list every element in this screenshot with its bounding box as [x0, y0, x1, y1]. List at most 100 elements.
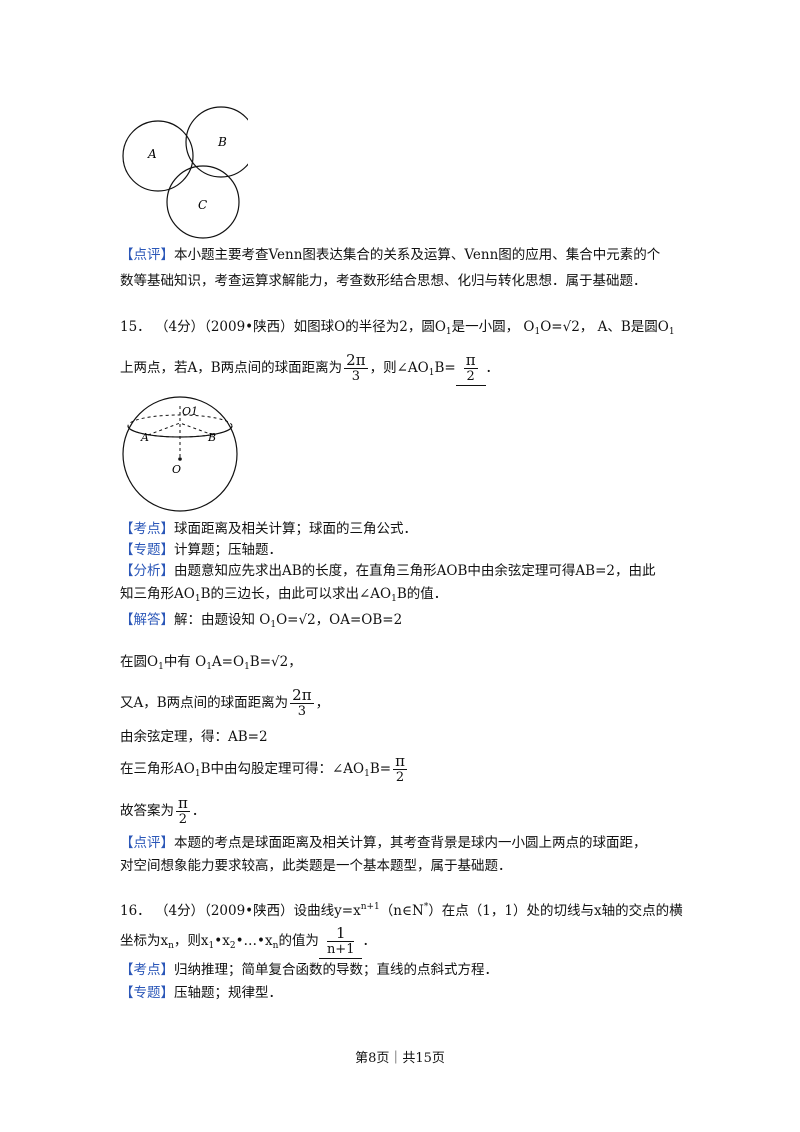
fenxi-text2c: B的值．	[396, 586, 448, 602]
frac-denominator: 3	[351, 369, 361, 384]
comment14-tag: 【点评】	[120, 247, 174, 263]
q15-fenxi-line2: 知三角形AO1B的三边长，由此可以求出∠AO1B的值．	[120, 584, 447, 609]
q15-o1o-b: O=√2，	[540, 319, 594, 335]
frac-numerator: 1	[326, 925, 355, 942]
frac-denominator: n+1	[326, 942, 355, 957]
q16-score: （4分）	[154, 903, 205, 919]
frac-numerator: π	[393, 752, 407, 770]
sub-n: n	[272, 941, 279, 951]
q16-source: （2009•陕西）	[204, 903, 294, 919]
kaodian-text: 球面距离及相关计算；球面的三角公式．	[174, 521, 417, 537]
kaodian-tag: 【考点】	[120, 521, 174, 537]
frac-denominator: 2	[466, 369, 475, 384]
q16-zhuanti: 【专题】压轴题；规律型．	[120, 983, 282, 1003]
dianping-text1: 本题的考点是球面距离及相关计算，其考查背景是球内一小圆上两点的球面距，	[174, 835, 647, 851]
dianping-tag: 【点评】	[120, 835, 174, 851]
step2e: B=√2，	[249, 654, 302, 670]
zhuanti-tag: 【专题】	[120, 985, 174, 1001]
zhuanti-tag: 【专题】	[120, 542, 174, 558]
comment14-text2: 数等基础知识，考查运算求解能力，考查数形结合思想、化归与转化思想．属于基础题．	[120, 273, 647, 289]
comment14-line2: 数等基础知识，考查运算求解能力，考查数形结合思想、化归与转化思想．属于基础题．	[120, 271, 647, 291]
q16-star: *	[423, 902, 429, 912]
center-point	[178, 457, 182, 461]
label-a: A	[140, 431, 149, 444]
q15-stem2a: 上两点，若A，B两点间的球面距离为	[120, 360, 343, 376]
venn-circle-c	[166, 165, 240, 239]
comment14-text1: 本小题主要考查Venn图表达集合的关系及运算、Venn图的应用、集合中元素的个	[174, 247, 661, 263]
q16-stem1b: （n∈N	[379, 903, 424, 919]
sub-1: 1	[270, 620, 277, 630]
q16-kaodian: 【考点】归纳推理；简单复合函数的导数；直线的点斜式方程．	[120, 960, 498, 980]
venn-label-c: C	[198, 198, 207, 212]
zhuanti-text: 计算题；压轴题．	[174, 542, 282, 558]
sub-1: 1	[194, 594, 201, 604]
step2d: A=O	[211, 654, 245, 670]
q15-stem2d: ．	[485, 360, 500, 376]
dianping-text2: 对空间想象能力要求较高，此类题是一个基本题型，属于基础题．	[120, 858, 512, 874]
sphere-figure: O1 A B O	[122, 396, 238, 512]
q15-sub: 1	[534, 327, 541, 337]
sub-1: 1	[158, 662, 164, 672]
fenxi-text2b: B的三边长，由此可以求出∠AO	[200, 586, 392, 602]
q15-o1o: O	[523, 319, 535, 335]
sub-2: 2	[229, 941, 236, 951]
fenxi-text1: 由题意知应先求出AB的长度，在直角三角形AOB中由余弦定理可得AB=2，由此	[174, 563, 656, 579]
frac-numerator: π	[176, 794, 190, 812]
q15-sub: 1	[428, 368, 435, 378]
step2c: O	[195, 654, 207, 670]
step5a: 在三角形AO	[120, 761, 195, 777]
q16-exponent: n+1	[360, 902, 380, 912]
q16-number: 16．	[120, 903, 151, 919]
label-b: B	[207, 431, 216, 444]
radius-a	[147, 422, 181, 436]
zhuanti-text: 压轴题；规律型．	[174, 985, 282, 1001]
q15-stem2c: B=	[434, 360, 456, 376]
step6a: 故答案为	[120, 803, 174, 819]
jieda-text1c: O=√2，OA=OB=2	[276, 612, 403, 628]
venn-circle-b	[185, 106, 248, 178]
label-o1: O1	[182, 405, 198, 418]
step3a: 又A，B两点间的球面距离为	[120, 695, 289, 711]
sub-1: 1	[244, 662, 250, 672]
q15-jieda-line1: 【解答】解：由题设知 O1O=√2，OA=OB=2	[120, 610, 402, 635]
q15-sub: 1	[445, 327, 452, 337]
q16-stem2a: 坐标为x	[120, 933, 169, 949]
q15-fenxi-line1: 【分析】由题意知应先求出AB的长度，在直角三角形AOB中由余弦定理可得AB=2，…	[120, 561, 655, 581]
q16-stem1a: 设曲线y=x	[293, 903, 361, 919]
step5c: B=	[369, 761, 392, 777]
frac-denominator: 2	[178, 812, 188, 827]
step2a: 在圆O	[120, 654, 159, 670]
step4: 由余弦定理，得：AB=2	[120, 729, 268, 745]
sphere-outline	[122, 396, 238, 512]
q16-stem1c: ）在点（1，1）处的切线与x轴的交点的横	[428, 903, 683, 919]
q16-stem2d: •…•x	[235, 933, 273, 949]
jieda-text1a: 解：由题设知	[174, 612, 255, 628]
frac-numerator: 2π	[344, 351, 368, 369]
fenxi-tag: 【分析】	[120, 563, 174, 579]
q16-stem2b: ，则x	[173, 933, 209, 949]
q16-stem2e: 的值为	[278, 933, 319, 949]
frac-numerator: π	[463, 351, 478, 369]
q15-dianping-line2: 对空间想象能力要求较高，此类题是一个基本题型，属于基础题．	[120, 856, 512, 876]
frac-denominator: 3	[297, 704, 307, 719]
jieda-text1b: O	[259, 612, 271, 628]
fenxi-text2a: 知三角形AO	[120, 586, 195, 602]
sub-1: 1	[364, 769, 370, 779]
q15-stem2b: ，则∠AO	[369, 360, 429, 376]
q16-stem2c: •x	[214, 933, 230, 949]
venn-diagram: A B C	[122, 106, 248, 239]
q15-step2: 在圆O1中有 O1A=O1B=√2，	[120, 652, 302, 677]
q15-score: （4分）	[154, 319, 205, 335]
q15-stem-line1: 15． （4分）（2009•陕西）如图球O的半径为2，圆O1是一小圆， O1O=…	[120, 317, 675, 342]
step2b: 中有	[163, 654, 191, 670]
sub-1: 1	[194, 769, 201, 779]
venn-label-a: A	[147, 147, 157, 161]
kaodian-tag: 【考点】	[120, 962, 174, 978]
